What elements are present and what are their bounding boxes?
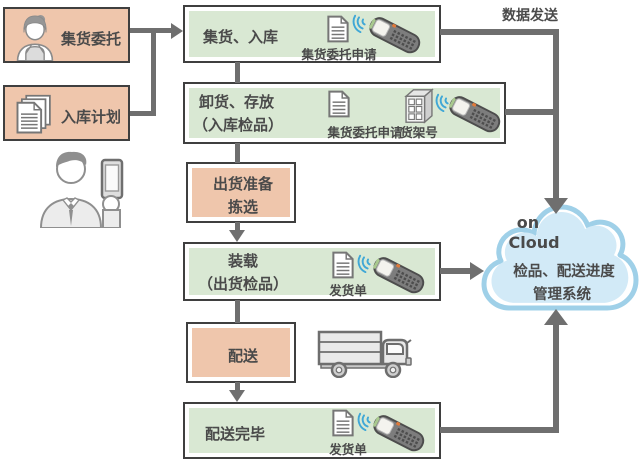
collection-request-box: 集货委托: [3, 7, 130, 63]
delivered-step-title: 配送完毕: [205, 425, 266, 443]
unload-step-title-line2: （入库检品）: [193, 116, 284, 134]
document-icon: [328, 90, 350, 118]
rack-icon: [403, 88, 435, 125]
documents-stack-icon: [14, 93, 56, 137]
cloud-system-line1: 检品、配送进度: [513, 264, 615, 280]
connector-receive-to-dataline: [440, 29, 559, 35]
handheld-scanner-icon: [446, 92, 506, 137]
unload-step-title-line1: 卸货、存放: [199, 93, 275, 111]
receive-doc-label: 集货委托申请: [301, 47, 377, 62]
receive-step-box: 集货、入库 集货委托申请: [183, 5, 441, 63]
connector-plan-to-merge: [130, 111, 155, 116]
connector-unload-to-prepare: [235, 143, 240, 163]
connector-delivered-to-upline: [440, 427, 559, 433]
load-step-title-line2: （出货检品）: [197, 275, 288, 293]
connector-unload-to-dataline: [505, 109, 553, 115]
arrowhead-into-cloud-bottom: [544, 309, 568, 325]
unload-step-box: 卸货、存放 （入库检品） 集货委托申请 货架号: [183, 82, 506, 144]
document-icon: [332, 251, 354, 279]
unload-doc-label: 集货委托申请: [327, 125, 403, 140]
cloud-icon: [481, 204, 639, 311]
delivered-step-box: 配送完毕 发货单: [183, 402, 441, 459]
arrowhead-into-cloud-left: [470, 261, 484, 280]
load-doc-label: 发货单: [329, 283, 367, 298]
arrowhead-into-cloud-top: [544, 198, 568, 214]
data-send-label: 数据发送: [502, 8, 558, 24]
truck-icon: [317, 328, 413, 378]
connector-receive-to-unload: [235, 62, 240, 83]
connector-source-to-receive: [130, 28, 171, 33]
document-icon: [332, 409, 354, 437]
cloud-system: on Cloud 检品、配送进度 管理系统: [478, 196, 640, 318]
collection-request-label: 集货委托: [61, 30, 122, 48]
upload-vertical-line: [553, 324, 559, 433]
inbound-plan-box: 入库计划: [3, 85, 130, 141]
connector-load-to-cloud: [440, 268, 471, 274]
connector-deliver-to-delivered: [235, 382, 240, 391]
deliver-step-fill: [192, 328, 290, 377]
prepare-step-fill: [192, 168, 290, 217]
handheld-scanner-icon: [366, 13, 426, 58]
data-send-vertical-line: [553, 29, 559, 199]
connector-load-to-deliver: [235, 300, 240, 323]
arrowhead-into-load: [229, 230, 245, 242]
prepare-step-line2: 拣选: [227, 198, 258, 216]
load-step-box: 装载 （出货检品） 发货单: [183, 242, 441, 301]
delivered-doc-label: 发货单: [329, 442, 367, 457]
handheld-scanner-icon: [370, 253, 430, 298]
receptionist-icon: [13, 13, 57, 61]
document-icon: [327, 15, 349, 43]
load-step-title-line1: 装载: [227, 252, 258, 270]
connector-prepare-to-load: [235, 222, 240, 232]
deliver-step-box: 配送: [186, 322, 296, 383]
deliver-step-label: 配送: [227, 347, 258, 365]
inbound-plan-label: 入库计划: [61, 108, 122, 126]
arrowhead-into-receive: [171, 22, 183, 39]
arrowhead-into-delivered: [229, 390, 245, 402]
handheld-scanner-icon: [370, 411, 430, 456]
prepare-step-line1: 出货准备: [212, 175, 273, 193]
connector-merge-vertical: [151, 28, 156, 116]
cloud-system-line2: 管理系统: [533, 287, 591, 303]
worker-with-phone-icon: [33, 150, 129, 228]
cloud-brand-label: Cloud: [508, 233, 560, 252]
prepare-step-box: 出货准备 拣选: [186, 162, 296, 223]
cloud-on-label: on: [516, 213, 540, 232]
receive-step-title: 集货、入库: [203, 28, 279, 46]
rack-number-label: 货架号: [400, 125, 438, 140]
